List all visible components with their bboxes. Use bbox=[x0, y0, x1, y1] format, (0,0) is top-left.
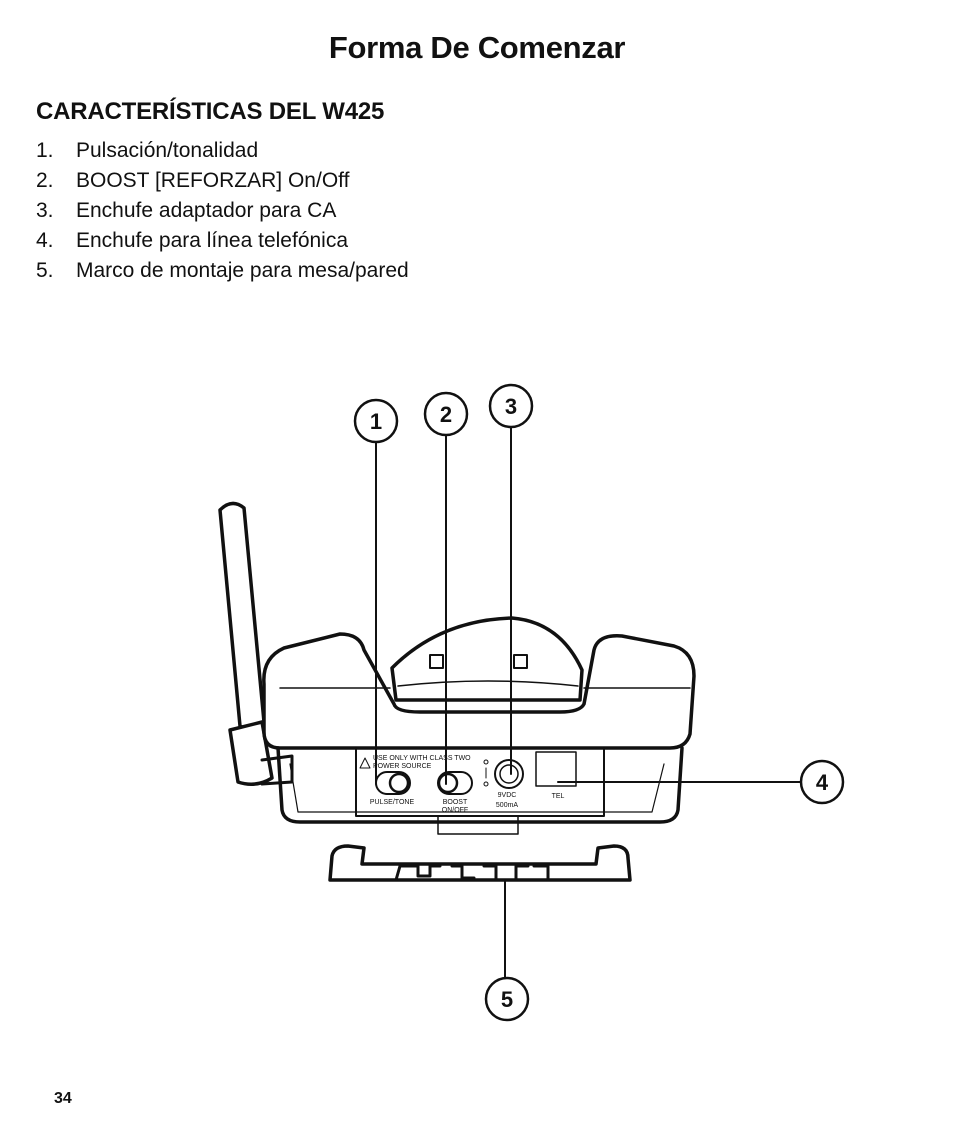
list-item-number: 2. bbox=[36, 169, 54, 192]
list-item-number: 4. bbox=[36, 229, 54, 252]
list-item-text: Enchufe adaptador para CA bbox=[76, 199, 337, 222]
callout-4-circle bbox=[799, 759, 845, 805]
feature-list: 1. Pulsación/tonalidad 2. BOOST [REFORZAR]… bbox=[36, 136, 409, 286]
list-item: 5. Marco de montaje para mesa/pared bbox=[36, 256, 409, 286]
list-item-text: BOOST [REFORZAR] On/Off bbox=[76, 169, 350, 192]
switch2-label-line2: ON/OFF bbox=[442, 807, 468, 814]
list-item: 1. Pulsación/tonalidad bbox=[36, 136, 409, 166]
mounting-bracket bbox=[328, 844, 632, 882]
list-item-number: 3. bbox=[36, 199, 54, 222]
panel-warning-line2: POWER SOURCE bbox=[373, 763, 432, 770]
callout-2-label: 2 bbox=[440, 402, 452, 427]
panel-warning-line1: USE ONLY WITH CLASS TWO bbox=[373, 755, 471, 762]
callout-1-circle bbox=[353, 398, 399, 444]
callout-2-circle bbox=[423, 391, 469, 437]
list-item-text: Enchufe para línea telefónica bbox=[76, 229, 349, 252]
callout-3-label: 3 bbox=[505, 394, 517, 419]
handset-cradle bbox=[390, 616, 584, 702]
callout-circles bbox=[353, 383, 845, 1022]
callout-5-circle bbox=[484, 976, 530, 1022]
tel-label: TEL bbox=[552, 793, 565, 800]
list-item-text: Marco de montaje para mesa/pared bbox=[76, 259, 409, 282]
power-label-line1: 9VDC bbox=[498, 792, 517, 799]
section-heading: CARACTERÍSTICAS DEL W425 bbox=[36, 98, 385, 125]
list-item: 2. BOOST [REFORZAR] On/Off bbox=[36, 166, 409, 196]
list-item: 3. Enchufe adaptador para CA bbox=[36, 196, 409, 226]
callout-3-circle bbox=[488, 383, 534, 429]
list-item-text: Pulsación/tonalidad bbox=[76, 139, 259, 162]
list-item: 4. Enchufe para línea telefónica bbox=[36, 226, 409, 256]
callout-4-label: 4 bbox=[816, 770, 829, 795]
base-housing bbox=[262, 632, 696, 824]
callout-1-label: 1 bbox=[370, 409, 382, 434]
callout-leader-lines bbox=[375, 427, 801, 979]
page-title: Forma De Comenzar bbox=[328, 30, 626, 65]
callout-5-label: 5 bbox=[501, 987, 513, 1012]
list-item-number: 5. bbox=[36, 259, 54, 282]
power-label-line2: 500mA bbox=[496, 802, 519, 809]
switch2-label-line1: BOOST bbox=[443, 799, 468, 806]
switch1-label: PULSE/TONE bbox=[370, 799, 415, 806]
list-item-number: 1. bbox=[36, 139, 54, 162]
page-number: 34 bbox=[54, 1090, 72, 1107]
